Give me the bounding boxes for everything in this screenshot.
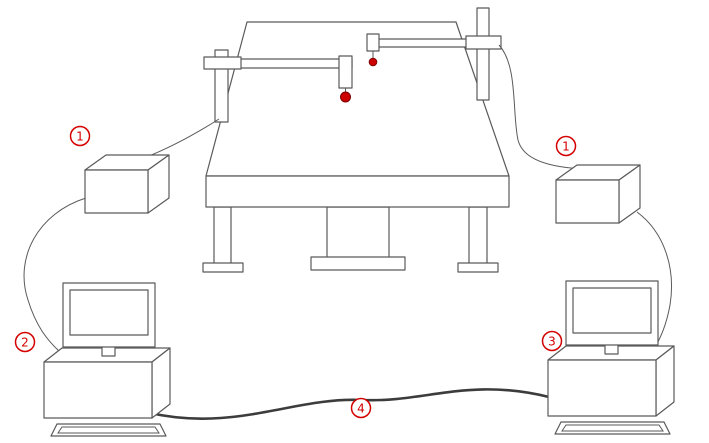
right-post bbox=[476, 7, 490, 101]
label-circle bbox=[69, 125, 91, 147]
table-pedestal bbox=[326, 206, 390, 259]
right-probe-tip bbox=[368, 57, 378, 67]
right-keyboard bbox=[554, 421, 671, 435]
right-probe-arm bbox=[366, 7, 502, 101]
table-foot-left bbox=[202, 262, 244, 273]
label-left-workstation: 2 bbox=[14, 331, 36, 353]
label-right-controller: 1 bbox=[555, 135, 577, 157]
right-controller-front bbox=[555, 179, 620, 224]
left-probe-arm bbox=[203, 49, 353, 123]
table-front-face bbox=[205, 175, 510, 208]
label-number: 2 bbox=[21, 336, 29, 350]
cable-right-controller-to-workstation bbox=[636, 211, 673, 349]
left-arm bbox=[227, 58, 353, 69]
table-pedestal-base bbox=[310, 256, 406, 271]
right-keyboard-inner bbox=[561, 424, 664, 432]
label-right-workstation: 3 bbox=[541, 330, 563, 352]
label-number: 4 bbox=[357, 402, 365, 416]
label-network-cable: 4 bbox=[350, 397, 372, 419]
left-probe-tip bbox=[340, 91, 351, 103]
right-controller-box bbox=[555, 164, 641, 224]
cable-left-controller-to-workstation bbox=[23, 197, 87, 353]
right-monitor-screen bbox=[572, 287, 652, 334]
label-number: 3 bbox=[548, 335, 556, 349]
left-workstation bbox=[43, 282, 171, 437]
left-probe-head bbox=[338, 55, 353, 89]
cmm-table bbox=[202, 21, 510, 273]
left-controller-box bbox=[84, 154, 170, 214]
left-post-clamp bbox=[203, 56, 242, 70]
right-workstation bbox=[547, 280, 675, 435]
label-number: 1 bbox=[76, 130, 84, 144]
cable-left-controller-to-arm bbox=[143, 118, 220, 159]
label-circle bbox=[350, 397, 372, 419]
right-probe-head bbox=[366, 33, 380, 52]
right-tower-front bbox=[547, 359, 657, 417]
table-foot-right bbox=[457, 262, 499, 273]
left-controller-front bbox=[84, 169, 149, 214]
label-circle bbox=[14, 331, 36, 353]
left-keyboard bbox=[50, 423, 167, 437]
right-arm bbox=[377, 38, 469, 48]
left-tower-front bbox=[43, 361, 153, 419]
network-cable bbox=[148, 388, 551, 420]
label-left-controller: 1 bbox=[69, 125, 91, 147]
label-number: 1 bbox=[562, 140, 570, 154]
left-monitor-screen bbox=[69, 289, 149, 336]
label-circle bbox=[555, 135, 577, 157]
left-keyboard-inner bbox=[57, 426, 160, 434]
table-leg-right bbox=[468, 206, 488, 265]
cable-right-post-to-controller bbox=[498, 44, 589, 170]
label-circle bbox=[541, 330, 563, 352]
right-post-clamp bbox=[465, 35, 502, 50]
table-leg-left bbox=[213, 206, 232, 265]
